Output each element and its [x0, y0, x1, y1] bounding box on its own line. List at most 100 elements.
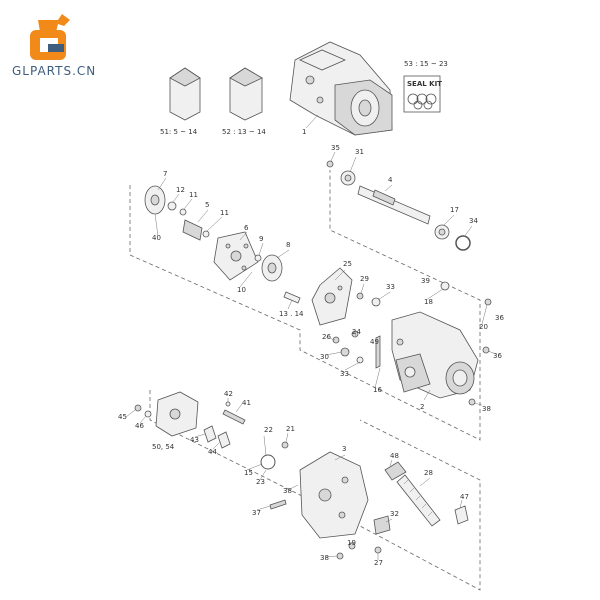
callout-20: 20 — [479, 323, 488, 331]
callout-12: 12 — [176, 186, 185, 194]
callout-1: 1 — [302, 128, 306, 136]
swash-plate-25 — [311, 267, 353, 326]
callout-18: 18 — [424, 298, 433, 306]
callout-49: 49 — [370, 338, 379, 346]
cap-47 — [454, 505, 469, 525]
callout-40: 40 — [152, 234, 161, 242]
callout-5: 5 — [205, 201, 209, 209]
plug-39 — [440, 281, 450, 291]
callout-4: 4 — [388, 176, 393, 184]
kit-51-ref: 51: 5 ~ 14 — [160, 128, 198, 136]
washer-11a — [179, 208, 187, 216]
gear-pump-50-54 — [155, 391, 199, 437]
callout-24: 24 — [352, 328, 361, 336]
seal-kit-ref: 53 : 15 ~ 23 — [404, 60, 448, 68]
spring-28 — [396, 474, 441, 527]
drive-shaft — [326, 160, 431, 225]
pump-housing-2 — [391, 311, 479, 399]
callout-22: 22 — [264, 426, 273, 434]
callout-33b: 33 — [340, 370, 349, 378]
brand-name: GLPARTS.CN — [12, 64, 97, 78]
callout-17: 17 — [450, 206, 459, 214]
plug-36b — [482, 346, 490, 354]
callout-8: 8 — [286, 241, 290, 249]
bolt-45 — [134, 404, 142, 412]
callout-11b: 11 — [220, 209, 229, 217]
wrench-icon — [38, 14, 70, 32]
callout-46: 46 — [135, 422, 144, 430]
callout-23: 23 — [256, 478, 265, 486]
callout-50-54: 50, 54 — [152, 443, 175, 451]
seal-kit-box: 53 : 15 ~ 23 SEAL KIT — [403, 60, 448, 113]
callout-25: 25 — [343, 260, 352, 268]
gasket-49 — [375, 335, 381, 369]
kit-52-ref: 52 : 13 ~ 14 — [222, 128, 266, 136]
regulator-housing-3 — [299, 451, 369, 539]
bolt-30 — [340, 347, 350, 357]
plug-21 — [281, 441, 289, 449]
callout-39: 39 — [421, 277, 430, 285]
pin-13-14 — [283, 291, 301, 304]
bolt-37 — [269, 499, 287, 510]
callout-41: 41 — [242, 399, 251, 407]
plug-27 — [374, 546, 382, 554]
callout-38a: 38 — [482, 405, 491, 413]
callout-32: 32 — [390, 510, 399, 518]
callout-34: 34 — [469, 217, 478, 225]
callout-29: 29 — [360, 275, 369, 283]
callout-45: 45 — [118, 413, 127, 421]
callout-37: 37 — [252, 509, 261, 517]
callout-48: 48 — [390, 452, 399, 460]
callout-13-14: 13 . 14 — [279, 310, 304, 318]
brand-logo-icon — [30, 14, 70, 60]
o-ring-15 — [260, 454, 276, 470]
callout-7: 7 — [163, 170, 167, 178]
callout-36b: 36 — [493, 352, 502, 360]
upper-dashed-frame — [129, 170, 481, 441]
kit-box-51: 51: 5 ~ 14 — [160, 67, 201, 136]
washer-42 — [225, 401, 231, 407]
cylinder-block-6 — [213, 231, 259, 281]
callout-10: 10 — [237, 286, 246, 294]
seal-34 — [455, 235, 471, 251]
callout-33a: 33 — [386, 283, 395, 291]
callout-9: 9 — [259, 235, 263, 243]
spring-5 — [182, 219, 203, 241]
washer-11b — [202, 230, 210, 238]
kit-box-52: 52 : 13 ~ 14 — [222, 67, 266, 136]
coupling-44 — [217, 431, 231, 449]
callout-42: 42 — [224, 390, 233, 398]
callout-43: 43 — [190, 436, 199, 444]
washer-33b — [356, 356, 364, 364]
callout-11a: 11 — [189, 191, 198, 199]
plug-38c — [336, 552, 344, 560]
coupling-43 — [203, 425, 217, 443]
callout-44: 44 — [208, 448, 217, 456]
seal-kit-title: SEAL KIT — [407, 80, 442, 88]
pump-assembly — [289, 41, 393, 136]
callout-35: 35 — [331, 144, 340, 152]
callout-36a: 36 — [495, 314, 504, 322]
screw-26 — [332, 336, 340, 344]
callout-28: 28 — [424, 469, 433, 477]
washer-46 — [144, 410, 152, 418]
callout-15: 15 — [244, 469, 253, 477]
plug-36a — [484, 298, 492, 306]
callout-21: 21 — [286, 425, 295, 433]
ring-12 — [167, 201, 177, 211]
bolt-41 — [222, 409, 246, 425]
piston-32 — [373, 515, 391, 535]
callout-38c: 38 — [320, 554, 329, 562]
callout-30: 30 — [320, 353, 329, 361]
piston-9 — [254, 254, 262, 262]
callout-31: 31 — [355, 148, 364, 156]
pin-29 — [356, 292, 364, 300]
plug-38a — [468, 398, 476, 406]
callout-6: 6 — [244, 224, 249, 232]
callout-38b: 38 — [283, 487, 292, 495]
callout-47: 47 — [460, 493, 469, 501]
piston-48 — [384, 461, 407, 481]
callout-3: 3 — [342, 445, 346, 453]
